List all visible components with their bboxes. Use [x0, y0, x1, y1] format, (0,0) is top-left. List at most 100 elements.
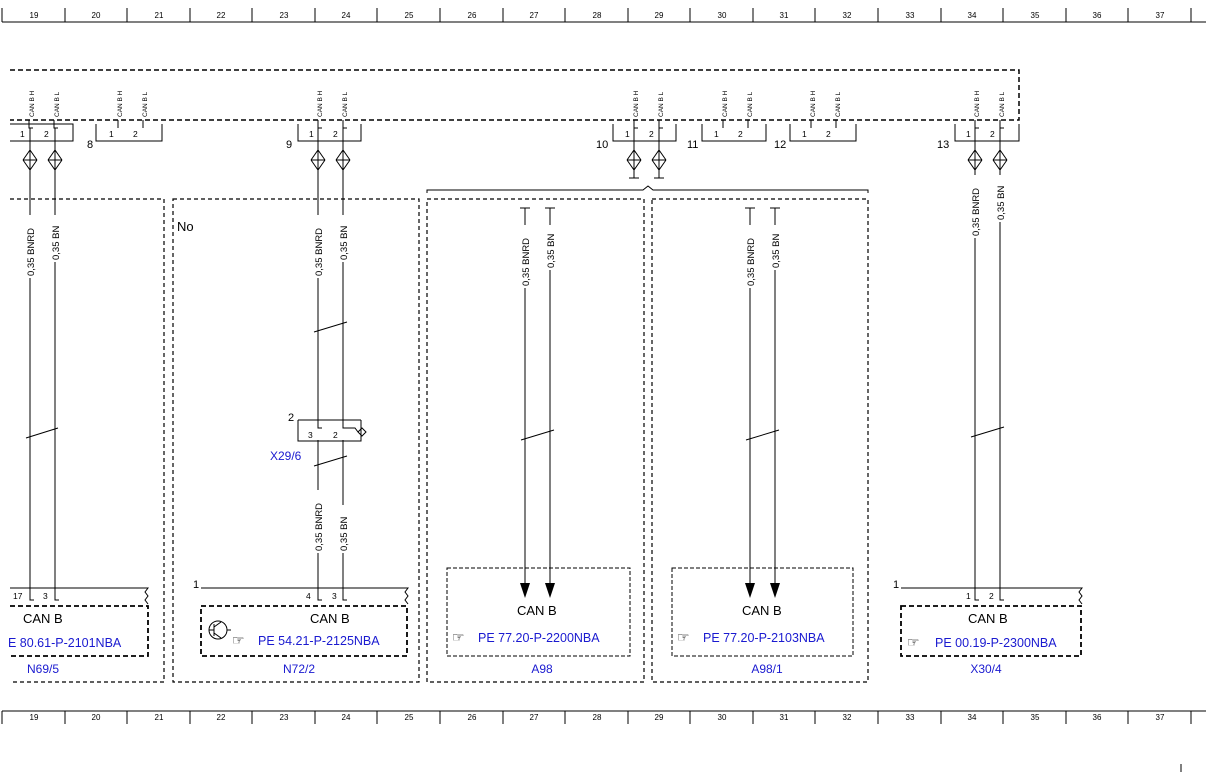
column-label: 30: [718, 11, 727, 20]
column-label: 31: [780, 11, 789, 20]
pin-labels: CAN B H CAN B L CAN B H CAN B L CAN B H …: [29, 90, 1006, 117]
pin-can-h: CAN B H: [974, 90, 981, 117]
pin-number: 2: [989, 591, 994, 601]
pin-number: 1: [802, 129, 807, 139]
column-label: 32: [843, 713, 852, 722]
column-label: 34: [968, 713, 977, 722]
wire-label-bnrd: 0,35 BNRD: [521, 238, 532, 286]
pin-number: 2: [738, 129, 743, 139]
pin-number: 2: [333, 430, 338, 440]
wire-label-bn: 0,35 BN: [339, 517, 350, 551]
column-label: 28: [593, 713, 602, 722]
pin-number: 2: [133, 129, 138, 139]
pin-terminals: [28, 120, 1004, 129]
pin-number: 2: [44, 129, 49, 139]
pin-can-l: CAN B L: [54, 91, 61, 117]
column-label: 19: [30, 11, 39, 20]
column-label: 19: [30, 713, 39, 722]
connector-number: 12: [774, 139, 786, 151]
column-label: 21: [155, 11, 164, 20]
connector-x29: [297, 419, 367, 442]
pin-number: 1: [714, 129, 719, 139]
column-label: 25: [405, 713, 414, 722]
column-label: 34: [968, 11, 977, 20]
component-x30: 1 1 2 CAN B ☞ PE 00.19-P-2300NBA X30/4: [893, 579, 1083, 676]
connector-number: 11: [687, 139, 698, 151]
pin-number: 2: [649, 129, 654, 139]
column-label: 35: [1031, 713, 1040, 722]
column-label: 27: [530, 11, 539, 20]
pin-number: 2: [990, 129, 995, 139]
a981-ref-link[interactable]: PE 77.20-P-2103NBA: [703, 631, 825, 645]
transistor-icon: [208, 620, 231, 640]
wire-label-bnrd: 0,35 BNRD: [314, 503, 325, 551]
pointing-hand-icon: ☞: [232, 632, 245, 648]
wire-label-bn: 0,35 BN: [546, 234, 557, 268]
wire-label-bn: 0,35 BN: [771, 234, 782, 268]
x30-ref-link[interactable]: PE 00.19-P-2300NBA: [935, 636, 1057, 650]
column-label: 23: [280, 713, 289, 722]
column-label: 33: [906, 11, 915, 20]
wire-label-bnrd: 0,35 BNRD: [746, 238, 757, 286]
column-label: 21: [155, 713, 164, 722]
column-label: 36: [1093, 713, 1102, 722]
column-label: 37: [1156, 713, 1165, 722]
pin-number: 4: [306, 591, 311, 601]
pin-can-l: CAN B L: [342, 91, 349, 117]
pin-can-h: CAN B H: [722, 90, 729, 117]
column-label: 24: [342, 11, 351, 20]
pin-can-h: CAN B H: [317, 90, 324, 117]
n69-ref-link[interactable]: E 80.61-P-2101NBA: [8, 636, 122, 650]
pin-can-h: CAN B H: [633, 90, 640, 117]
bottom-ruler: 19 20 21 22 23 24 25 26 27 28 29 30 31 3…: [1, 710, 1206, 772]
x30-id: X30/4: [970, 662, 1002, 676]
column-label: 20: [92, 11, 101, 20]
a98-id: A98: [531, 662, 553, 676]
pointing-hand-icon: ☞: [677, 629, 690, 645]
n72-ref-link[interactable]: PE 54.21-P-2125NBA: [258, 634, 380, 648]
variant-boxes: [10, 198, 869, 683]
column-label: 27: [530, 713, 539, 722]
pin-number: 3: [43, 591, 48, 601]
connector-x29-label: X29/6: [270, 449, 302, 463]
pin-can-l: CAN B L: [658, 91, 665, 117]
connector-number: 10: [596, 139, 608, 151]
pin-can-h: CAN B H: [117, 90, 124, 117]
connector-number: 8: [87, 139, 93, 151]
pin-number: 1: [20, 129, 25, 139]
wire-label-bn: 0,35 BN: [339, 226, 350, 260]
connector-number: 1: [193, 579, 199, 591]
wire-label-bnrd: 0,35 BNRD: [26, 228, 37, 276]
column-label: 31: [780, 713, 789, 722]
component-n69: 17 3 CAN B E 80.61-P-2101NBA N69/5: [8, 587, 149, 676]
plug-symbols: [22, 149, 1008, 171]
can-b-label: CAN B: [310, 611, 350, 626]
wire-labels: 0,35 BNRD 0,35 BN 0,35 BNRD 0,35 BN 0,35…: [26, 186, 1007, 551]
wire-label-bnrd: 0,35 BNRD: [314, 228, 325, 276]
component-a981: CAN B ☞ PE 77.20-P-2103NBA A98/1: [671, 567, 854, 676]
a98-ref-link[interactable]: PE 77.20-P-2200NBA: [478, 631, 600, 645]
pin-number: 1: [966, 591, 971, 601]
component-a98: CAN B ☞ PE 77.20-P-2200NBA A98: [446, 567, 631, 676]
component-n72: 1 4 3 CAN B ☞ PE 54.21-P-2125NBA N72/2: [193, 579, 409, 676]
column-label: 25: [405, 11, 414, 20]
column-label: 30: [718, 713, 727, 722]
connector-number: 1: [893, 579, 899, 591]
pin-can-h: CAN B H: [29, 90, 36, 117]
pin-numbers: 1 2 1 2 1 2 1 2 1 2 1 2 1 2: [20, 129, 995, 139]
connector-number: 2: [288, 412, 294, 424]
pin-number: 3: [308, 430, 313, 440]
pin-can-h: CAN B H: [810, 90, 817, 117]
pin-number: 1: [309, 129, 314, 139]
wire-label-bn: 0,35 BN: [51, 226, 62, 260]
pin-number: 1: [109, 129, 114, 139]
column-label: 20: [92, 713, 101, 722]
column-label: 32: [843, 11, 852, 20]
wire-label-bnrd: 0,35 BNRD: [971, 188, 982, 236]
pin-can-l: CAN B L: [747, 91, 754, 117]
pin-can-l: CAN B L: [999, 91, 1006, 117]
can-b-label: CAN B: [517, 603, 557, 618]
pin-number: 2: [826, 129, 831, 139]
pin-number: 1: [966, 129, 971, 139]
